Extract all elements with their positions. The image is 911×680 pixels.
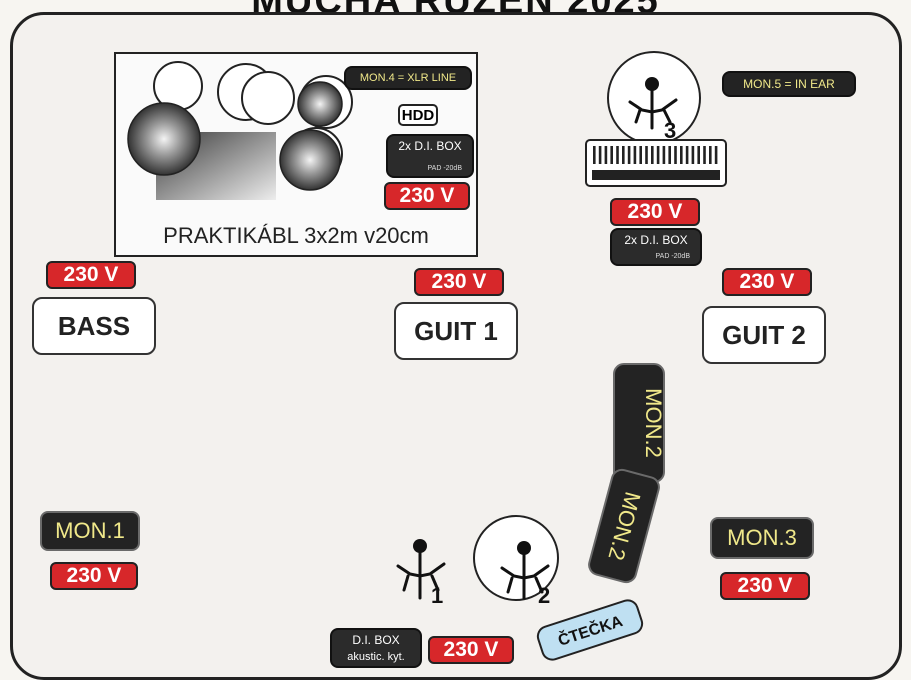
- tom-3: [241, 71, 295, 125]
- di-box-acoustic: D.I. BOX akustic. kyt.: [330, 628, 422, 668]
- mon5-label: MON.5 = IN EAR: [722, 71, 856, 97]
- riser-label: PRAKTIKÁBL 3x2m v20cm: [163, 223, 429, 248]
- hdd-badge: HDD: [398, 104, 438, 126]
- power-guit2: 230 V: [722, 268, 812, 296]
- di-acoustic-label: D.I. BOX: [352, 633, 400, 647]
- mon4-label: MON.4 = XLR LINE: [344, 66, 472, 90]
- power-mon1: 230 V: [50, 562, 138, 590]
- di-box-pad: PAD -20dB: [427, 165, 463, 172]
- di-box-keys: 2x D.I. BOX PAD -20dB: [610, 228, 702, 266]
- di-box-keys-label: 2x D.I. BOX: [624, 233, 688, 247]
- guit2-amp: GUIT 2: [702, 306, 826, 364]
- mon3-wedge: MON.3: [710, 517, 814, 559]
- power-bass: 230 V: [46, 261, 136, 289]
- di-box-label: 2x D.I. BOX: [398, 139, 462, 153]
- power-keys: 230 V: [610, 198, 700, 226]
- di-acoustic-sub: akustic. kyt.: [347, 651, 405, 663]
- power-riser: 230 V: [384, 182, 470, 210]
- power-mon3: 230 V: [720, 572, 810, 600]
- power-guit1: 230 V: [414, 268, 504, 296]
- cymbal-top: [297, 81, 343, 127]
- cymbal-right: [279, 129, 341, 191]
- drum-riser: MON.4 = XLR LINE HDD 2x D.I. BOX PAD -20…: [114, 52, 478, 257]
- bass-amp: BASS: [32, 297, 156, 355]
- di-box-keys-pad: PAD -20dB: [655, 253, 691, 260]
- drum-kit: [127, 61, 353, 200]
- di-box-drums: 2x D.I. BOX PAD -20dB: [386, 134, 474, 178]
- cymbal-left: [127, 102, 201, 176]
- guit1-amp: GUIT 1: [394, 302, 518, 360]
- power-acoustic: 230 V: [428, 636, 514, 664]
- mon1-wedge: MON.1: [40, 511, 140, 551]
